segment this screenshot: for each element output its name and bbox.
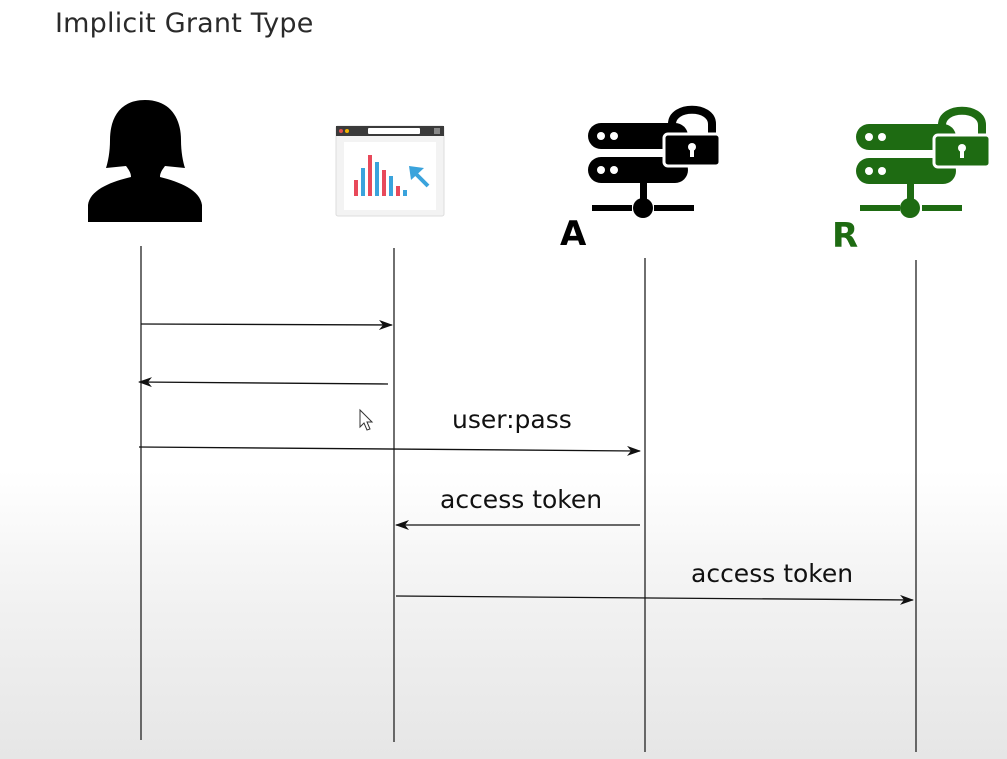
mouse-cursor-icon (359, 408, 374, 431)
message-arrow-3 (138, 445, 641, 456)
message-label-access-token-2: access token (691, 559, 853, 588)
auth-server-icon (588, 105, 722, 218)
message-arrow-5 (395, 594, 914, 605)
message-label-access-token-1: access token (440, 485, 602, 514)
auth-server-label: A (560, 214, 587, 254)
resource-server-icon (856, 106, 992, 218)
user-icon (88, 100, 202, 222)
message-label-user-pass: user:pass (452, 405, 572, 434)
browser-app-icon (335, 125, 445, 217)
message-arrow-2 (138, 377, 389, 388)
resource-server-label: R (832, 216, 858, 256)
message-arrow-1 (140, 319, 393, 330)
diagram-title: Implicit Grant Type (55, 8, 314, 39)
